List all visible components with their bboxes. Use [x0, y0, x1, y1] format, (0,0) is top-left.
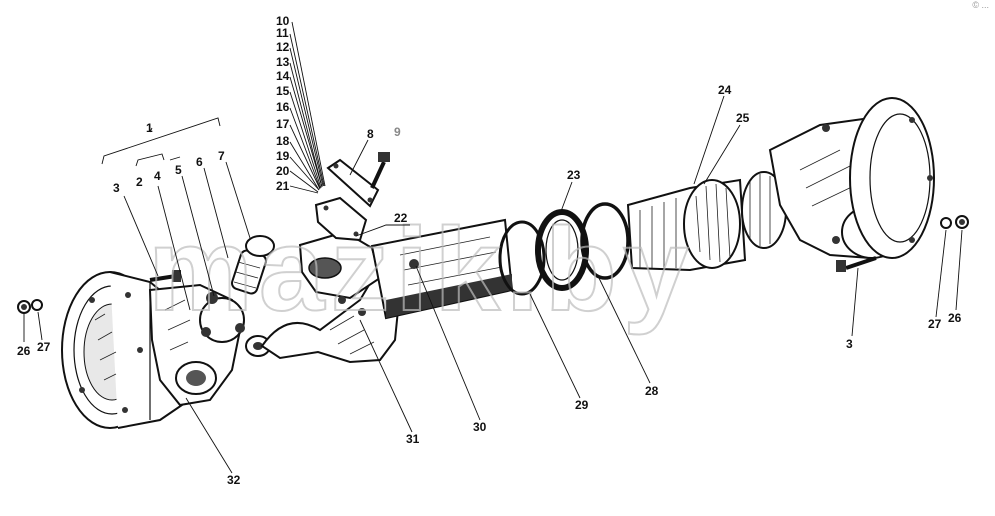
callout-9: 9	[394, 125, 401, 139]
right-nut	[940, 215, 969, 229]
callout-29: 29	[575, 398, 589, 412]
callout-31: 31	[406, 432, 420, 446]
callout-5: 5	[175, 163, 182, 177]
callout-16: 16	[276, 100, 290, 114]
callout-4: 4	[154, 169, 161, 183]
callout-12: 12	[276, 40, 290, 54]
callout-24: 24	[718, 83, 732, 97]
callout-19: 19	[276, 149, 290, 163]
leader-lines	[23, 21, 963, 474]
callout-6: 6	[196, 155, 203, 169]
left-nut	[17, 299, 43, 314]
callout-10: 10	[276, 14, 290, 28]
right-bolt	[836, 256, 877, 272]
ring-28	[580, 202, 630, 280]
callout-7: 7	[218, 149, 225, 163]
ring-23	[535, 209, 589, 291]
callout-30: 30	[473, 420, 487, 434]
axle-elbow-31	[260, 230, 402, 364]
callout-27-right: 27	[928, 317, 942, 331]
callout-labels: 1 2 3 3 4 5 6 7 8 9 10 11 12 13 14 15 16…	[17, 14, 962, 487]
callout-18: 18	[276, 134, 290, 148]
cv-joint	[199, 235, 275, 357]
callout-1: 1	[146, 121, 153, 135]
callout-21: 21	[276, 179, 290, 193]
callout-26-left: 26	[17, 344, 31, 358]
corner-mark: © ...	[972, 0, 989, 10]
callout-27-left: 27	[37, 340, 51, 354]
callout-17: 17	[276, 117, 290, 131]
inspection-cover	[314, 158, 380, 242]
callout-3-right: 3	[846, 337, 853, 351]
right-hub-flange	[849, 97, 935, 259]
callout-15: 15	[276, 84, 290, 98]
callout-23: 23	[567, 168, 581, 182]
callout-2: 2	[136, 175, 143, 189]
ring-29	[498, 220, 546, 296]
callout-22: 22	[394, 211, 408, 225]
callout-8: 8	[367, 127, 374, 141]
left-bolt	[149, 270, 181, 282]
callout-20: 20	[276, 164, 290, 178]
callout-13: 13	[276, 55, 290, 69]
callout-26-right: 26	[948, 311, 962, 325]
callout-14: 14	[276, 69, 290, 83]
callout-28: 28	[645, 384, 659, 398]
callout-25: 25	[736, 111, 750, 125]
watermark-text: mazik.by	[148, 204, 694, 336]
callout-32: 32	[227, 473, 241, 487]
splined-sleeve	[626, 171, 787, 272]
callout-3-left: 3	[113, 181, 120, 195]
callout-11: 11	[276, 26, 289, 40]
bolt-9	[370, 152, 390, 189]
